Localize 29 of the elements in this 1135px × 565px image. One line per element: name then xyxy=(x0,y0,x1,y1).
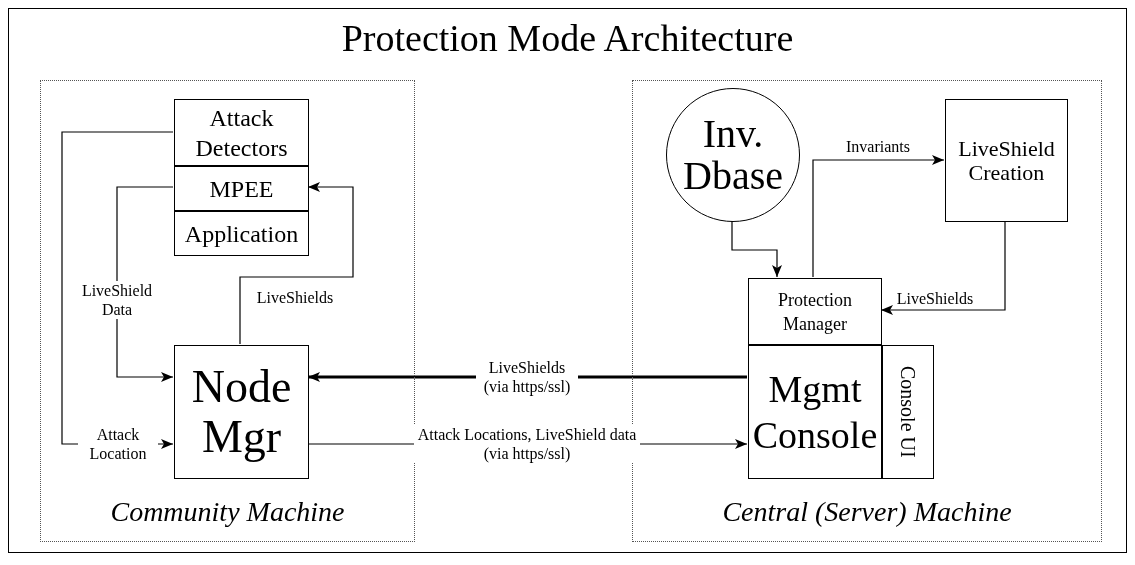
node-label: Console UI xyxy=(896,365,920,460)
diagram-title: Protection Mode Architecture xyxy=(341,16,794,60)
node-label: Inv. Dbase xyxy=(682,113,784,197)
region-label: Community Machine xyxy=(109,495,346,529)
arrow xyxy=(812,155,945,278)
edge-label: LiveShields xyxy=(895,288,975,308)
node-label: Mgmt Console xyxy=(751,367,879,458)
edge-label: LiveShields xyxy=(255,287,335,307)
process-box xyxy=(748,345,882,479)
node-label: MPEE xyxy=(208,174,275,204)
region-label: Central (Server) Machine xyxy=(721,495,1013,529)
process-box xyxy=(174,211,309,256)
node-label: LiveShield Creation xyxy=(957,136,1056,185)
node-label: Attack Detectors xyxy=(194,103,289,163)
node-label: Application xyxy=(183,219,300,249)
edge-label: LiveShields (via https/ssl) xyxy=(476,358,578,396)
edge-label: Attack Locations, LiveShield data (via https/ssl) xyxy=(414,425,640,463)
edge-label: Invariants xyxy=(845,136,911,156)
process-box xyxy=(945,99,1068,222)
process-box xyxy=(174,99,309,166)
process-box xyxy=(748,278,882,345)
arrow xyxy=(239,182,354,345)
process-box xyxy=(882,345,934,479)
process-box xyxy=(174,345,309,479)
arrow xyxy=(731,220,782,278)
node-label: Protection Manager xyxy=(777,288,853,336)
process-box xyxy=(174,166,309,211)
node-label: Node Mgr xyxy=(190,362,293,462)
arrow xyxy=(880,220,1006,315)
